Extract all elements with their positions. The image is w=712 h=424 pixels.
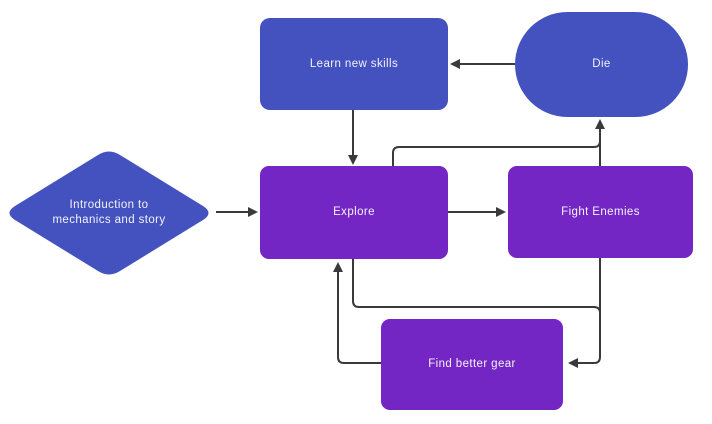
node-explore[interactable]: Explore bbox=[260, 166, 448, 259]
node-introduction-diamond[interactable]: Introduction to mechanics and story bbox=[4, 148, 214, 278]
node-label: Fight Enemies bbox=[561, 205, 640, 218]
node-learn-new-skills[interactable]: Learn new skills bbox=[260, 18, 448, 110]
edge-explore-to-die bbox=[392, 132, 601, 166]
edge-explore-to-fight bbox=[448, 207, 506, 217]
node-label: Die bbox=[592, 58, 611, 70]
edge-fight-to-find bbox=[568, 258, 601, 368]
diamond-shape bbox=[9, 151, 209, 275]
node-fight-enemies[interactable]: Fight Enemies bbox=[508, 166, 693, 258]
edge-explore-to-find bbox=[352, 259, 601, 332]
edge-intro-to-explore bbox=[216, 207, 258, 217]
edge-die-to-learn bbox=[450, 59, 515, 69]
node-label: Learn new skills bbox=[309, 57, 399, 70]
node-label: Explore bbox=[333, 206, 375, 218]
node-die[interactable]: Die bbox=[515, 12, 688, 117]
edge-find-to-explore bbox=[333, 262, 381, 364]
node-find-better-gear[interactable]: Find better gear bbox=[381, 319, 563, 410]
edge-learn-to-explore bbox=[348, 110, 358, 165]
node-label: Find better gear bbox=[428, 358, 516, 370]
